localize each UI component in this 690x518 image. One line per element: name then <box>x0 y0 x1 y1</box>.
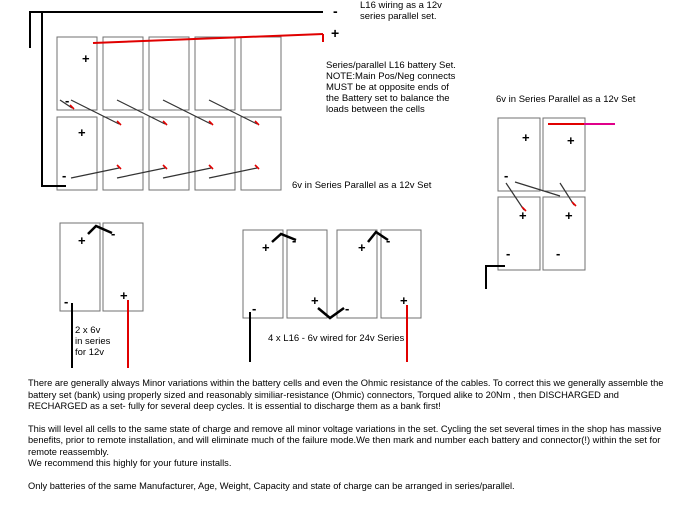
battery-top-row2-2 <box>102 116 144 191</box>
plus-right-bl: + <box>519 208 527 223</box>
minus-right-bl: - <box>506 246 510 261</box>
plus-24v-2: + <box>311 293 319 308</box>
battery-top-row1-4 <box>194 36 236 111</box>
strap-24v-3 <box>317 306 345 320</box>
strap-right-2 <box>559 182 575 206</box>
strap-right-2-terminal <box>571 201 577 207</box>
right-set-caption: 6v in Series Parallel as a 12v Set <box>496 94 636 105</box>
strap-2x6 <box>87 224 113 235</box>
main-negative-sign: - <box>333 3 338 19</box>
strap-top-b-4-terminal <box>254 164 260 170</box>
top-wiring-title: L16 wiring as a 12v series parallel set. <box>360 0 442 22</box>
top-negative-stub <box>29 11 42 48</box>
minus-24v-1: - <box>252 301 256 316</box>
top-positive-cable <box>92 33 324 44</box>
top-set-caption: 6v in Series Parallel as a 12v Set <box>292 180 432 191</box>
notes-paragraph-3: Only batteries of the same Manufacturer,… <box>28 480 515 491</box>
strap-24v-1 <box>271 232 297 243</box>
plus-right-br: + <box>565 208 573 223</box>
strap-right-1-terminal <box>521 206 527 212</box>
battery-top-row1-1 <box>56 36 98 111</box>
battery-top-row2-5 <box>240 116 282 191</box>
strap-top-a-3-terminal <box>208 120 214 126</box>
strap-top-a-2 <box>116 99 166 125</box>
battery-24v-3 <box>336 229 378 319</box>
strap-top-b-2 <box>116 167 166 179</box>
battery-top-row2-1 <box>56 116 98 191</box>
minus-2x6-left: - <box>64 294 68 309</box>
battery-24v-2 <box>286 229 328 319</box>
strap-24v-2 <box>367 230 389 243</box>
battery-2x6-left <box>59 222 101 312</box>
plus-2x6-left: + <box>78 233 86 248</box>
notes-paragraph-1: There are generally always Minor variati… <box>28 378 664 411</box>
minus-2x6-right: - <box>111 226 115 241</box>
strap-top-a-4-terminal <box>254 120 260 126</box>
minus-24v-3: - <box>345 301 349 316</box>
battery-cells <box>56 36 586 319</box>
strap-top-left <box>59 99 73 109</box>
polarity-signs: + + - - + - - + + - + - - + - + + + + + - - - <box>62 51 575 316</box>
strap-top-a-4 <box>208 99 258 125</box>
strap-top-b-4 <box>208 167 258 179</box>
plus-right-tr: + <box>567 133 575 148</box>
top-minus-sign-1: - <box>65 93 69 108</box>
strap-top-left-terminal <box>69 104 75 110</box>
battery-right-bl <box>497 196 541 271</box>
strap-top-b-1-terminal <box>116 164 122 170</box>
battery-24v-4 <box>380 229 422 319</box>
battery-2x6-right <box>102 222 144 312</box>
minus-24v-2: - <box>292 233 296 248</box>
plus-24v-1: + <box>262 240 270 255</box>
strap-top-b-1 <box>70 167 120 179</box>
top-minus-sign-2: - <box>62 168 66 183</box>
top-plus-sign-2: + <box>78 125 86 140</box>
minus-24v-4: - <box>386 233 390 248</box>
strap-top-a-1 <box>70 99 120 125</box>
main-positive-sign: + <box>331 25 340 41</box>
minus-right-br: - <box>556 246 560 261</box>
top-negative-cable <box>41 11 323 187</box>
battery-24v-1 <box>242 229 284 319</box>
strap-top-a-3 <box>162 99 212 125</box>
plus-right-tl: + <box>522 130 530 145</box>
plus-24v-4: + <box>400 293 408 308</box>
battery-top-row2-3 <box>148 116 190 191</box>
battery-right-br <box>542 196 586 271</box>
top-plus-sign-1: + <box>82 51 90 66</box>
maintenance-notes: There are generally always Minor variati… <box>28 378 668 492</box>
main-cables <box>29 11 615 368</box>
plus-2x6-right: + <box>120 288 128 303</box>
strap-top-b-3 <box>162 167 212 179</box>
notes-paragraph-2: This will level all cells to the same st… <box>28 423 662 469</box>
two-x6-caption: 2 x 6v in series for 12v <box>75 325 111 358</box>
strap-top-b-2-terminal <box>162 164 168 170</box>
battery-top-row1-5 <box>240 36 282 111</box>
strap-right-1 <box>505 182 525 211</box>
battery-top-row1-2 <box>102 36 144 111</box>
strap-top-b-3-terminal <box>208 164 214 170</box>
strap-right-3 <box>514 181 561 197</box>
battery-right-tl <box>497 117 541 192</box>
battery-right-tr <box>542 117 586 192</box>
battery-top-row2-4 <box>194 116 236 191</box>
balance-note: Series/parallel L16 battery Set. NOTE:Ma… <box>326 60 456 115</box>
right-negative-cable <box>485 265 505 289</box>
four-l16-caption: 4 x L16 - 6v wired for 24v Series <box>268 333 405 344</box>
strap-top-a-2-terminal <box>162 120 168 126</box>
minus-right-tl: - <box>504 168 508 183</box>
plus-24v-3: + <box>358 240 366 255</box>
battery-top-row1-3 <box>148 36 190 111</box>
strap-top-a-1-terminal <box>116 120 122 126</box>
inter-cell-straps <box>59 99 577 212</box>
